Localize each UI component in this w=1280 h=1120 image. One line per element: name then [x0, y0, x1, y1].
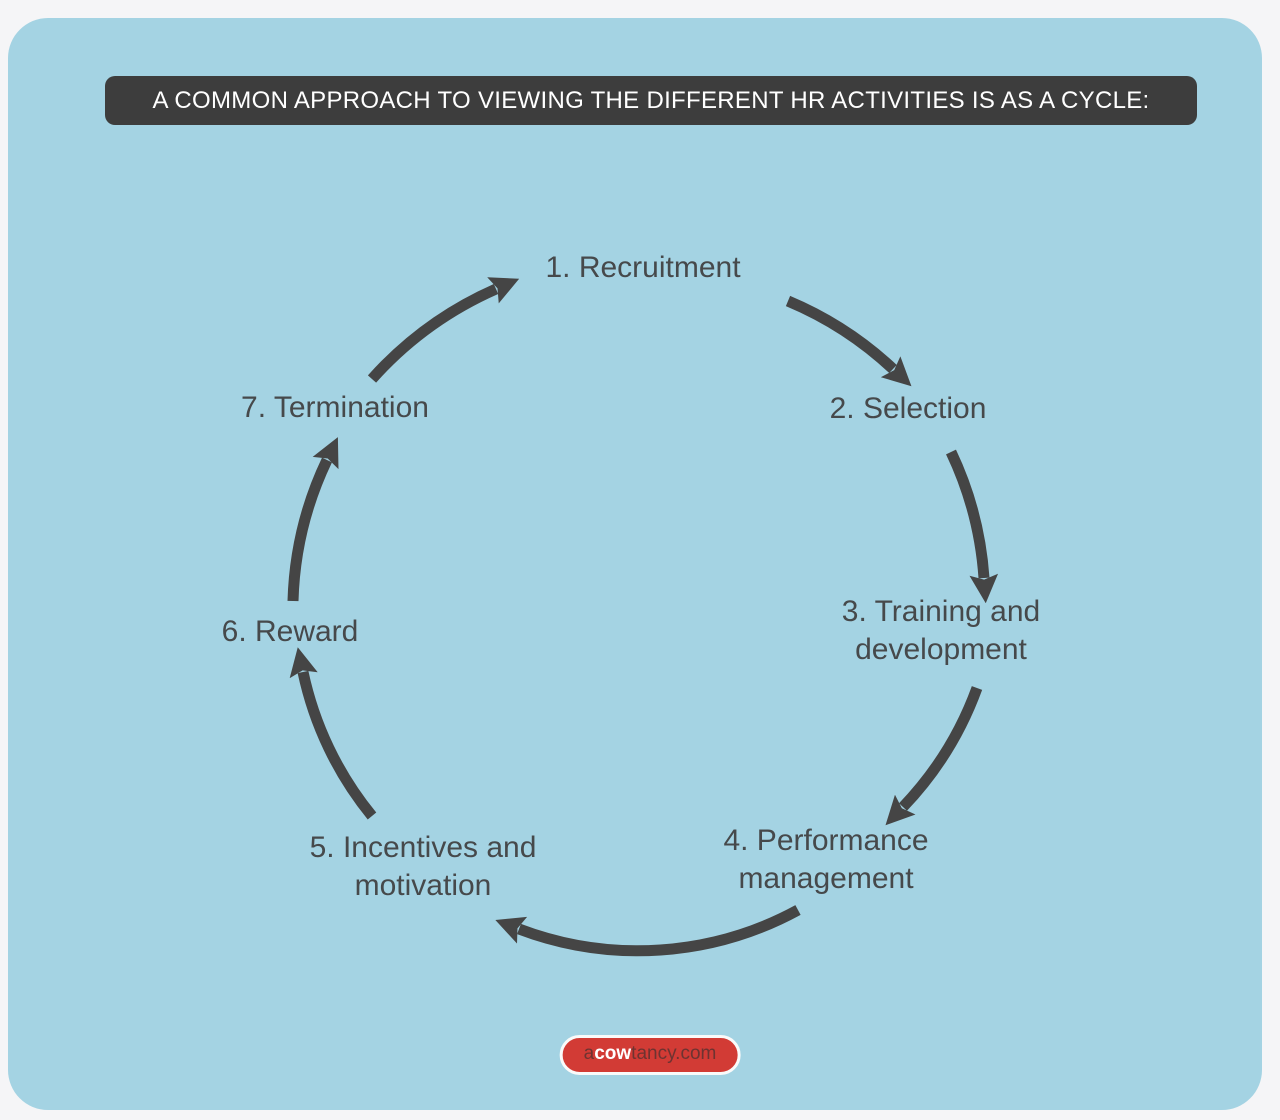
cycle-step-incentives-motivation: 5. Incentives and motivation: [309, 831, 537, 902]
title-banner: A COMMON APPROACH TO VIEWING THE DIFFERE…: [105, 76, 1197, 125]
cycle-step-training-development: 3. Training and development: [841, 595, 1041, 666]
cycle-step-reward: 6. Reward: [221, 615, 359, 648]
cycle-step-termination: 7. Termination: [241, 391, 429, 424]
cycle-step-recruitment: 1. Recruitment: [545, 251, 741, 284]
brand-badge-prefix: a: [583, 1043, 595, 1064]
title-text: A COMMON APPROACH TO VIEWING THE DIFFERE…: [152, 86, 1150, 114]
cycle-step-selection: 2. Selection: [829, 392, 987, 425]
brand-badge: acowtancy.com: [559, 1035, 741, 1075]
background-panel: [8, 18, 1262, 1110]
brand-badge-name: cow: [594, 1043, 632, 1064]
cycle-step-performance-management: 4. Performance management: [723, 824, 929, 895]
brand-badge-suffix: tancy.com: [631, 1043, 717, 1064]
